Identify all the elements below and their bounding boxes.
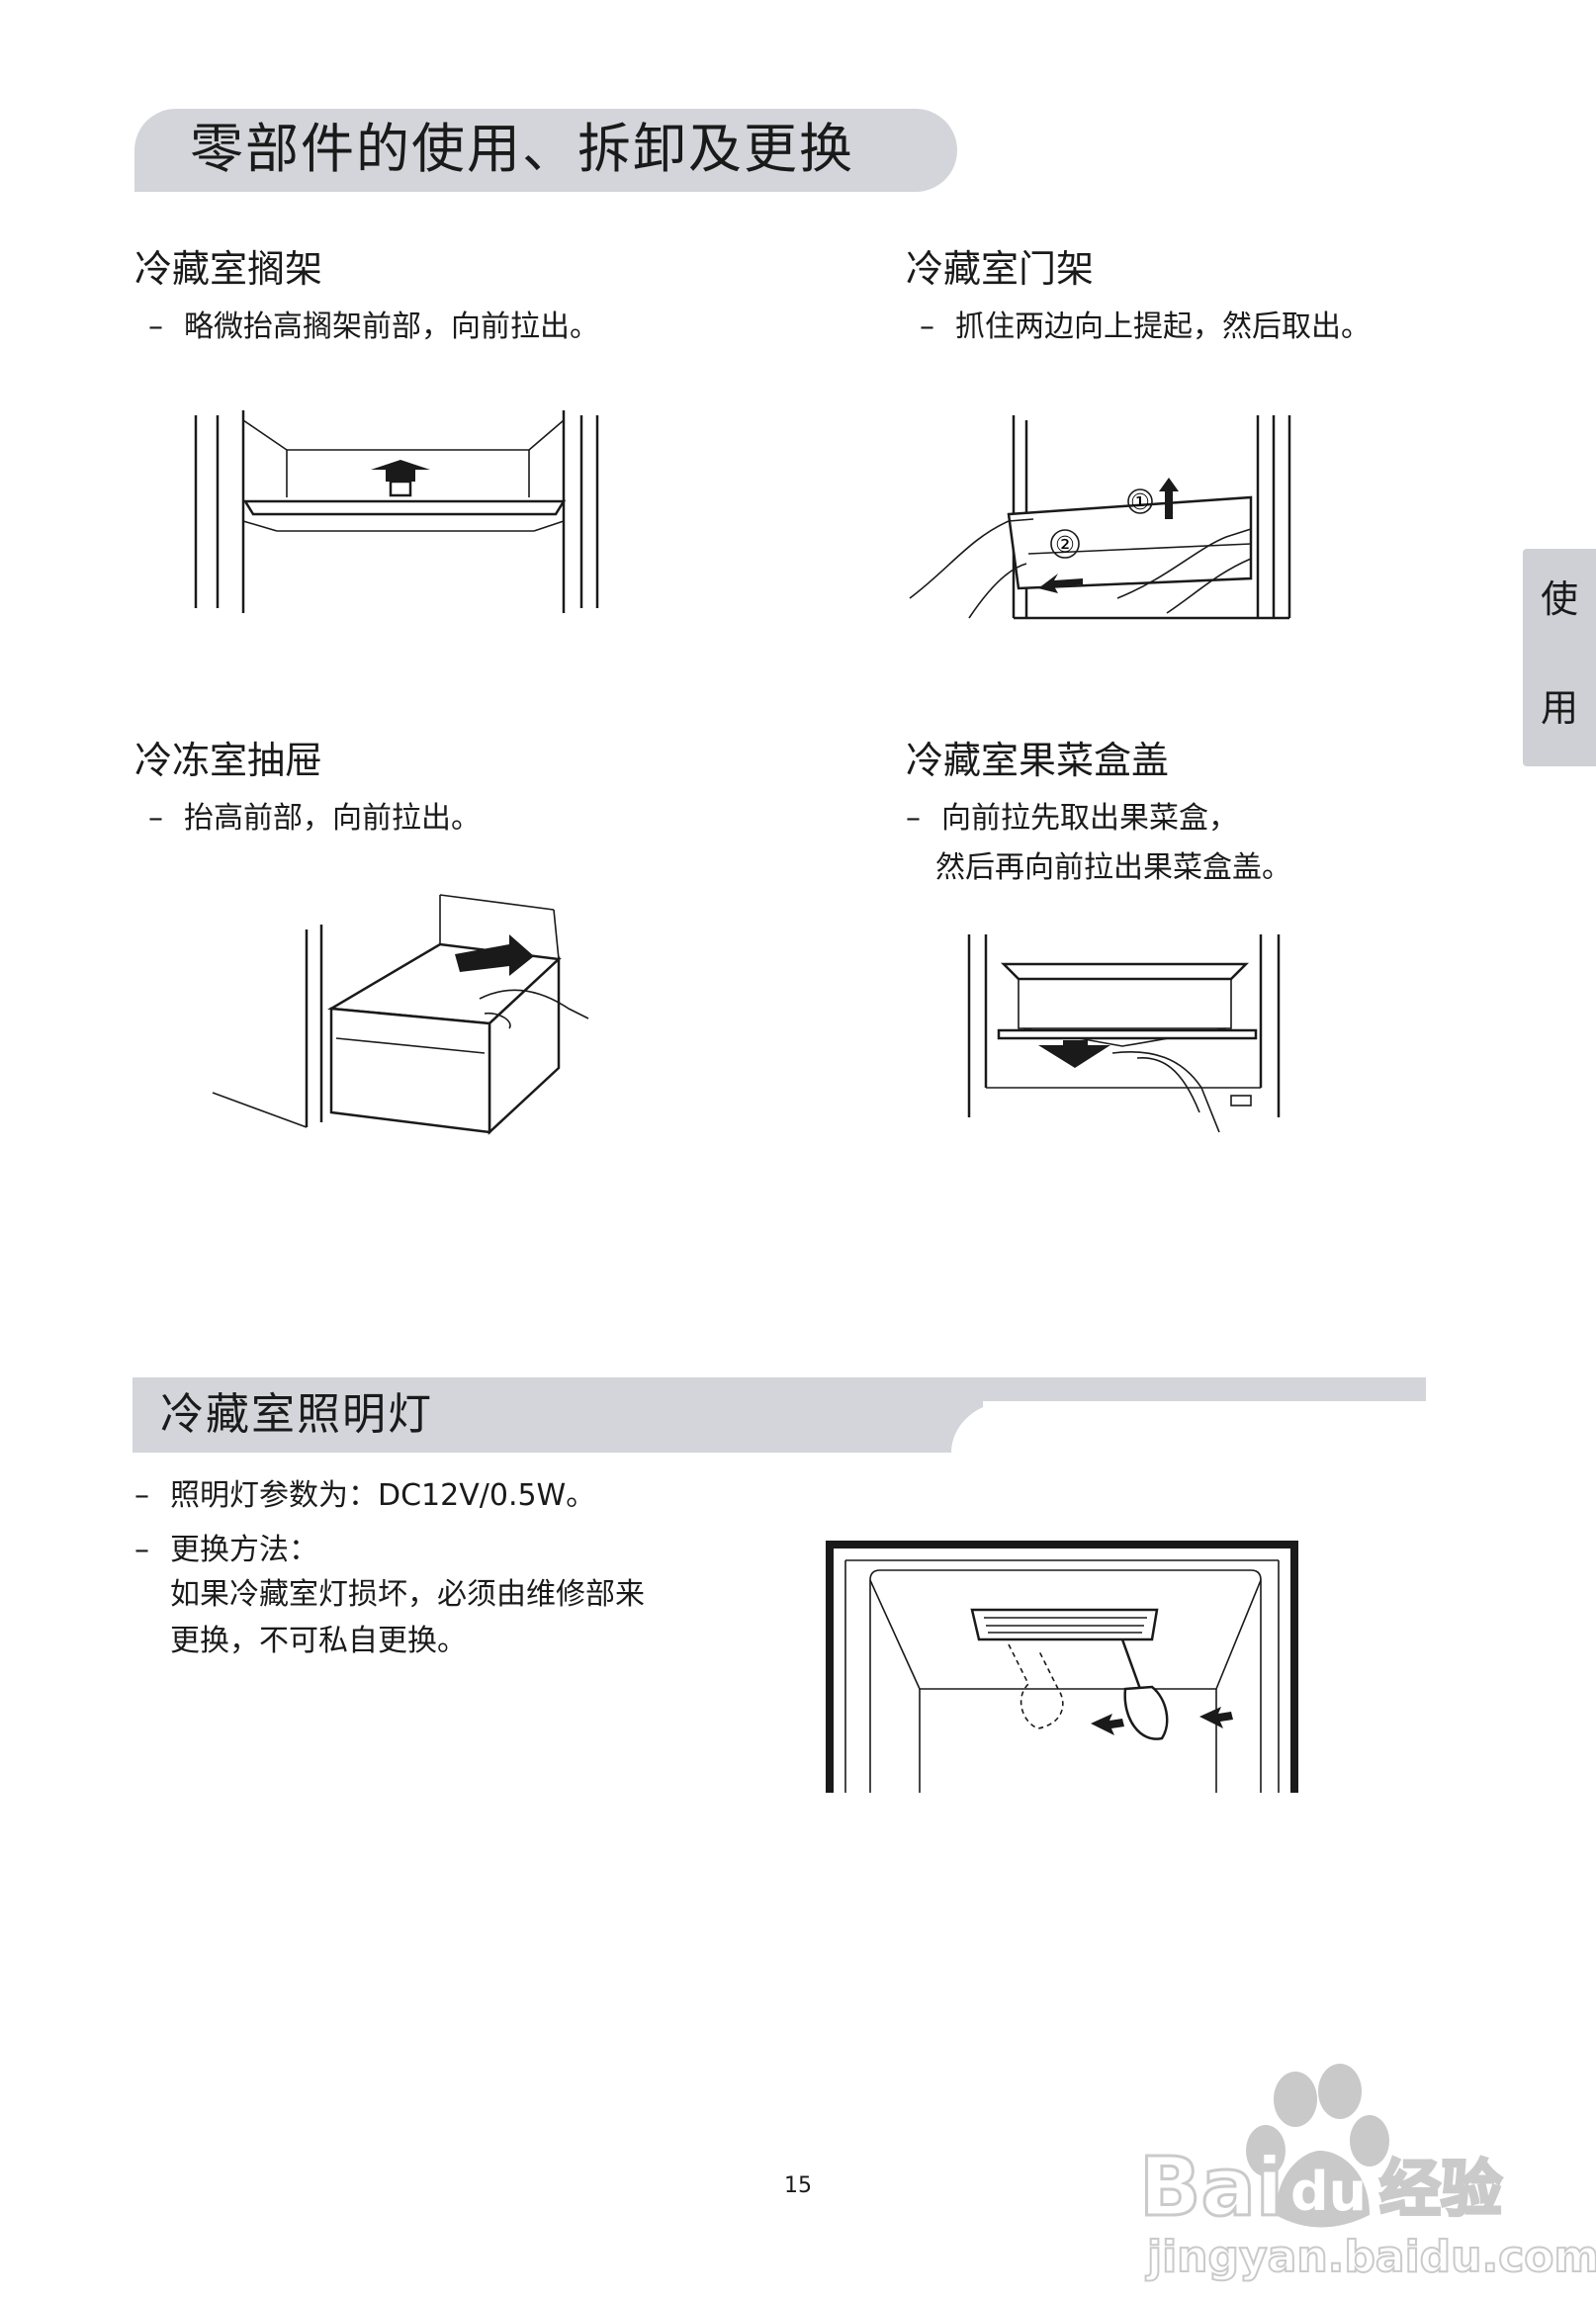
- freezer-drawer-desc-text: 抬高前部，向前拉出。: [184, 801, 481, 836]
- lighting-method: –更换方法：: [134, 1528, 318, 1573]
- freezer-drawer-dash: –: [148, 801, 163, 836]
- lighting-method-line-2: 更换，不可私自更换。: [170, 1624, 467, 1658]
- side-tab-char-1: 使: [1540, 577, 1578, 621]
- lighting-method-dash: –: [134, 1533, 149, 1567]
- watermark-brand-2: du: [1290, 2161, 1367, 2223]
- crisper-cover-illustration: [967, 934, 1281, 1133]
- lighting-spec-dash: –: [134, 1478, 149, 1513]
- crisper-cover-desc-text-1: 向前拉先取出果菜盒，: [941, 801, 1238, 836]
- side-tab-char-2: 用: [1540, 686, 1578, 730]
- crisper-cover-desc-1: –向前拉先取出果菜盒，: [906, 796, 1238, 841]
- shelf-desc-text: 略微抬高搁架前部，向前拉出。: [184, 310, 599, 344]
- door-rack-dash: –: [920, 310, 934, 344]
- watermark-brand: Bai: [1139, 2141, 1284, 2235]
- crisper-cover-dash: –: [906, 801, 921, 836]
- shelf-heading: 冷藏室搁架: [134, 247, 323, 291]
- watermark-url: jingyan.baidu.com: [1145, 2232, 1596, 2282]
- freezer-drawer-desc: –抬高前部，向前拉出。: [148, 796, 481, 841]
- door-rack-illustration: ① ②: [909, 415, 1291, 620]
- shelf-illustration: [194, 410, 599, 613]
- page-title: 零部件的使用、拆卸及更换: [190, 118, 854, 180]
- freezer-drawer-illustration: [212, 894, 589, 1135]
- shelf-desc: –略微抬高搁架前部，向前拉出。: [148, 305, 599, 350]
- page-title-banner: 零部件的使用、拆卸及更换: [134, 109, 957, 192]
- lighting-spec: –照明灯参数为：DC12V/0.5W。: [134, 1473, 595, 1519]
- lighting-method-label: 更换方法：: [170, 1533, 318, 1567]
- lighting-header-curve: [951, 1401, 1426, 1460]
- door-rack-desc: –抓住两边向上提起，然后取出。: [920, 305, 1371, 350]
- door-rack-step1-label: ①: [1130, 490, 1150, 515]
- side-tab[interactable]: 使 用: [1523, 549, 1596, 766]
- watermark-cn: 经验: [1379, 2153, 1502, 2225]
- baidu-watermark: Bai du 经验 jingyan.baidu.com: [1138, 2064, 1596, 2283]
- door-rack-desc-text: 抓住两边向上提起，然后取出。: [955, 310, 1371, 344]
- door-rack-step2-label: ②: [1055, 533, 1075, 558]
- crisper-cover-desc-2: 然后再向前拉出果菜盒盖。: [935, 850, 1291, 885]
- lighting-spec-text: 照明灯参数为：DC12V/0.5W。: [170, 1478, 596, 1513]
- door-rack-heading: 冷藏室门架: [906, 247, 1095, 291]
- crisper-cover-heading: 冷藏室果菜盒盖: [906, 739, 1170, 782]
- lighting-illustration: [826, 1541, 1298, 1793]
- shelf-dash: –: [148, 310, 163, 344]
- page-number: 15: [784, 2173, 812, 2198]
- freezer-drawer-heading: 冷冻室抽屉: [134, 739, 323, 782]
- lighting-header-pill: [133, 1377, 983, 1453]
- lighting-method-line-1: 如果冷藏室灯损坏，必须由维修部来: [170, 1577, 645, 1612]
- lighting-heading: 冷藏室照明灯: [160, 1389, 433, 1440]
